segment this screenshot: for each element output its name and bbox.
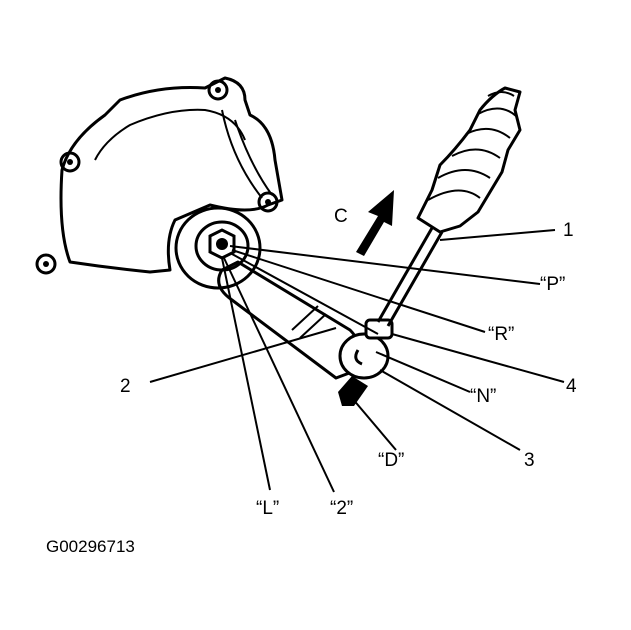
- shift-cable-rod: [376, 227, 444, 327]
- callout-l: “L”: [256, 498, 279, 519]
- lever-pin: [338, 318, 394, 406]
- callout-4: 4: [566, 376, 577, 397]
- callout-n: “N”: [470, 386, 496, 407]
- callout-c: C: [334, 206, 348, 227]
- transmission-housing: [35, 76, 284, 275]
- cable-boot: [416, 86, 522, 234]
- callout-3: 3: [524, 450, 535, 471]
- callout-two: “2”: [330, 498, 353, 519]
- direction-arrow-c: [356, 190, 394, 256]
- callout-p: “P”: [540, 274, 565, 295]
- shift-lever: [217, 260, 361, 380]
- callout-r: “R”: [488, 324, 514, 345]
- leader-lines: [149, 229, 565, 493]
- callout-1: 1: [563, 220, 574, 241]
- figure-code: G00296713: [46, 537, 135, 556]
- callout-d: “D”: [378, 450, 404, 471]
- callout-2: 2: [120, 376, 131, 397]
- shaft-boss: [174, 206, 262, 290]
